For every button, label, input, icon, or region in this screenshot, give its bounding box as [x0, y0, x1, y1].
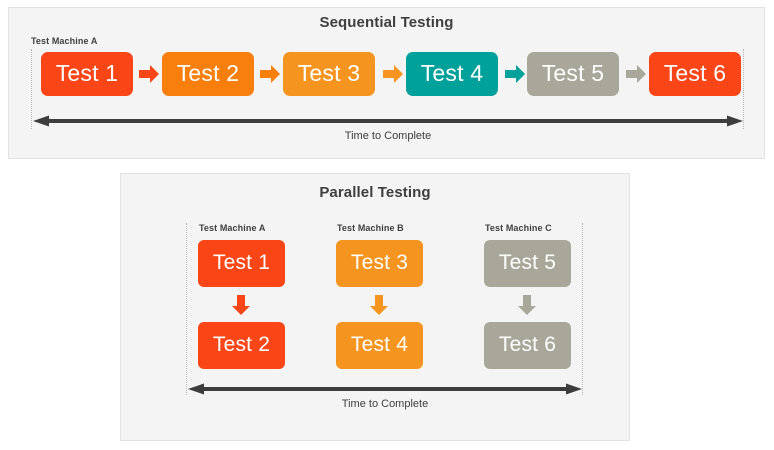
sequential-arrow-4 [505, 64, 525, 84]
parallel-machine-label-b: Test Machine B [337, 223, 404, 233]
sequential-test-box-6[interactable]: Test 6 [649, 52, 741, 96]
parallel-test-box-2[interactable]: Test 2 [198, 322, 285, 369]
parallel-test-box-5[interactable]: Test 5 [484, 240, 571, 287]
parallel-arrow-column-a [231, 295, 251, 315]
parallel-machine-label-a: Test Machine A [199, 223, 266, 233]
sequential-arrow-5 [626, 64, 646, 84]
parallel-time-label: Time to Complete [341, 398, 429, 410]
parallel-machine-label-c: Test Machine C [485, 223, 552, 233]
sequential-testing-panel: Sequential Testing Test Machine A Test 1… [8, 7, 765, 159]
sequential-arrow-3 [383, 64, 403, 84]
sequential-rail-end [743, 49, 744, 129]
sequential-test-box-5[interactable]: Test 5 [527, 52, 619, 96]
sequential-test-box-1[interactable]: Test 1 [41, 52, 133, 96]
sequential-rail-start [31, 49, 32, 129]
parallel-test-box-3[interactable]: Test 3 [336, 240, 423, 287]
parallel-test-box-4[interactable]: Test 4 [336, 322, 423, 369]
sequential-test-box-4[interactable]: Test 4 [406, 52, 498, 96]
parallel-rail-end [582, 223, 583, 395]
parallel-testing-panel: Parallel Testing Test Machine A Test 1 T… [120, 173, 630, 441]
parallel-test-box-6[interactable]: Test 6 [484, 322, 571, 369]
sequential-arrow-1 [139, 64, 159, 84]
sequential-machine-label-a: Test Machine A [31, 36, 98, 46]
parallel-test-box-1[interactable]: Test 1 [198, 240, 285, 287]
parallel-rail-start [186, 223, 187, 395]
parallel-arrow-column-c [517, 295, 537, 315]
sequential-test-box-3[interactable]: Test 3 [283, 52, 375, 96]
sequential-test-box-2[interactable]: Test 2 [162, 52, 254, 96]
sequential-time-axis [33, 114, 743, 128]
parallel-time-axis [188, 382, 582, 396]
sequential-time-label: Time to Complete [344, 130, 432, 142]
sequential-arrow-2 [260, 64, 280, 84]
parallel-panel-title: Parallel Testing [319, 184, 431, 201]
parallel-arrow-column-b [369, 295, 389, 315]
sequential-panel-title: Sequential Testing [319, 14, 454, 31]
